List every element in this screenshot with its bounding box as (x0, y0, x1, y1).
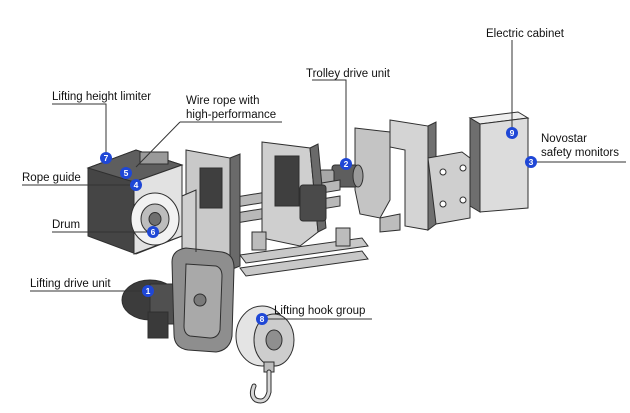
badge-1: 1 (142, 285, 154, 297)
label-wire-rope-line1: Wire rope with (186, 95, 260, 107)
badge-6-number: 6 (151, 227, 156, 237)
trolley-drive-unit-illustration (319, 119, 471, 233)
drum-illustration (86, 149, 197, 263)
badge-8-number: 8 (260, 314, 265, 324)
badge-2: 2 (340, 158, 352, 170)
label-drum: Drum (52, 219, 80, 231)
leader-wire-rope-down (135, 121, 181, 168)
label-lifting-height-limiter: Lifting height limiter (52, 91, 151, 103)
badge-9-number: 9 (510, 128, 515, 138)
lifting-drive-unit-illustration (121, 205, 235, 353)
label-rope-guide: Rope guide (22, 172, 81, 184)
badge-3-number: 3 (529, 157, 534, 167)
label-lifting-drive-unit: Lifting drive unit (30, 278, 111, 290)
badge-5-number: 5 (124, 168, 129, 178)
badge-2-number: 2 (344, 159, 349, 169)
badge-1-number: 1 (146, 286, 151, 296)
badge-7-number: 7 (104, 153, 109, 163)
badge-9: 9 (506, 127, 518, 139)
badge-7: 7 (100, 152, 112, 164)
badge-4: 4 (130, 179, 142, 191)
label-novostar-line1: Novostar (541, 133, 587, 145)
badge-5: 5 (120, 167, 132, 179)
leader-lines (22, 40, 626, 320)
trolley-frame-illustration (185, 141, 369, 279)
label-novostar-line2: safety monitors (541, 147, 619, 159)
label-wire-rope-line2: high-performance (186, 109, 276, 121)
label-lifting-hook-group: Lifting hook group (274, 305, 365, 317)
lifting-hook-illustration (235, 305, 295, 404)
label-electric-cabinet: Electric cabinet (486, 28, 565, 40)
leader-trolley-drive (312, 79, 347, 164)
leader-height-limiter (52, 103, 107, 158)
label-trolley-drive-unit: Trolley drive unit (306, 68, 391, 80)
badge-4-number: 4 (134, 180, 139, 190)
electric-cabinet-illustration (468, 111, 530, 213)
badge-3: 3 (525, 156, 537, 168)
badge-8: 8 (256, 313, 268, 325)
badge-6: 6 (147, 226, 159, 238)
